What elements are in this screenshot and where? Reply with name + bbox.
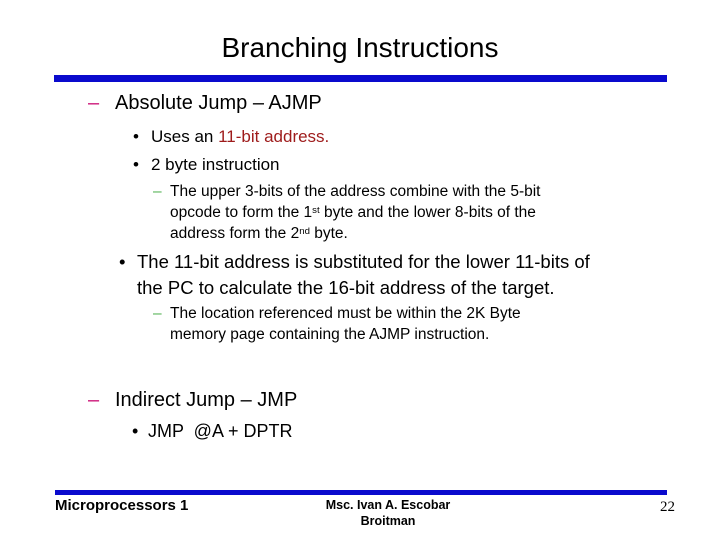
note-upper-bits-line3: address form the 2nd byte.	[170, 223, 540, 244]
note-upper-bits-line1: The upper 3-bits of the address combine …	[170, 183, 541, 200]
bullet-substituted-line2: the PC to calculate the 16-bit address o…	[137, 277, 555, 298]
footer-author-line1: Msc. Ivan A. Escobar	[325, 498, 451, 512]
note-upper-bits-line2a: opcode to form the 1	[170, 204, 313, 221]
dot-bullet-icon: •	[133, 127, 139, 146]
slide-title: Branching Instructions	[221, 32, 499, 63]
bullet-absolute-jump-label: Absolute Jump – AJMP	[115, 92, 322, 114]
ordinal-superscript: st	[312, 204, 320, 216]
note-upper-bits-line3a: address form the 2	[170, 225, 300, 242]
bullet-indirect-jump: –Indirect Jump – JMP	[88, 388, 297, 413]
dot-bullet-icon: •	[133, 155, 139, 174]
two-byte-label: 2 byte instruction	[151, 155, 280, 174]
title-divider-rule	[54, 75, 667, 82]
uses-address-prefix: Uses an	[151, 127, 219, 146]
note-location: – The location referenced must be within…	[153, 303, 521, 345]
footer-author: Msc. Ivan A. Escobar Broitman	[288, 497, 488, 529]
bullet-indirect-jump-label: Indirect Jump – JMP	[115, 389, 298, 411]
bullet-two-byte: • 2 byte instruction	[133, 153, 280, 176]
footer-course-name: Microprocessors 1	[55, 497, 189, 514]
note-upper-bits-text: The upper 3-bits of the address combine …	[170, 181, 540, 244]
page-number: 22	[660, 499, 675, 515]
dash-bullet-icon: –	[153, 183, 162, 200]
note-location-line1: The location referenced must be within t…	[170, 305, 521, 322]
note-upper-bits-line2b: byte and the lower 8-bits of the	[319, 204, 536, 221]
dot-bullet-icon: •	[119, 251, 126, 272]
bullet-substituted: • The 11-bit address is substituted for …	[119, 249, 590, 301]
note-location-line2: memory page containing the AJMP instruct…	[170, 326, 490, 343]
dash-bullet-icon: –	[88, 92, 100, 114]
bullet-substituted-line1: The 11-bit address is substituted for th…	[137, 251, 590, 272]
footer-divider-rule	[55, 490, 667, 495]
note-upper-bits-line2: opcode to form the 1st byte and the lowe…	[170, 202, 540, 223]
note-upper-bits: – The upper 3-bits of the address combin…	[153, 181, 540, 244]
uses-address-highlight: 11-bit address.	[218, 127, 330, 146]
footer-author-line2: Broitman	[360, 514, 416, 528]
bullet-uses-address: • Uses an 11-bit address.	[133, 125, 329, 148]
bullet-jmp-dptr-label: JMP @A + DPTR	[148, 421, 293, 441]
note-location-text: The location referenced must be within t…	[170, 303, 521, 345]
dash-bullet-icon: –	[153, 305, 162, 322]
bullet-substituted-text: The 11-bit address is substituted for th…	[137, 249, 590, 301]
note-upper-bits-line3b: byte.	[309, 225, 348, 242]
dash-bullet-icon: –	[88, 389, 100, 411]
ordinal-superscript: nd	[299, 225, 310, 237]
dot-bullet-icon: •	[132, 421, 139, 441]
bullet-jmp-dptr: • JMP @A + DPTR	[132, 420, 292, 443]
bullet-absolute-jump: –Absolute Jump – AJMP	[88, 91, 322, 116]
